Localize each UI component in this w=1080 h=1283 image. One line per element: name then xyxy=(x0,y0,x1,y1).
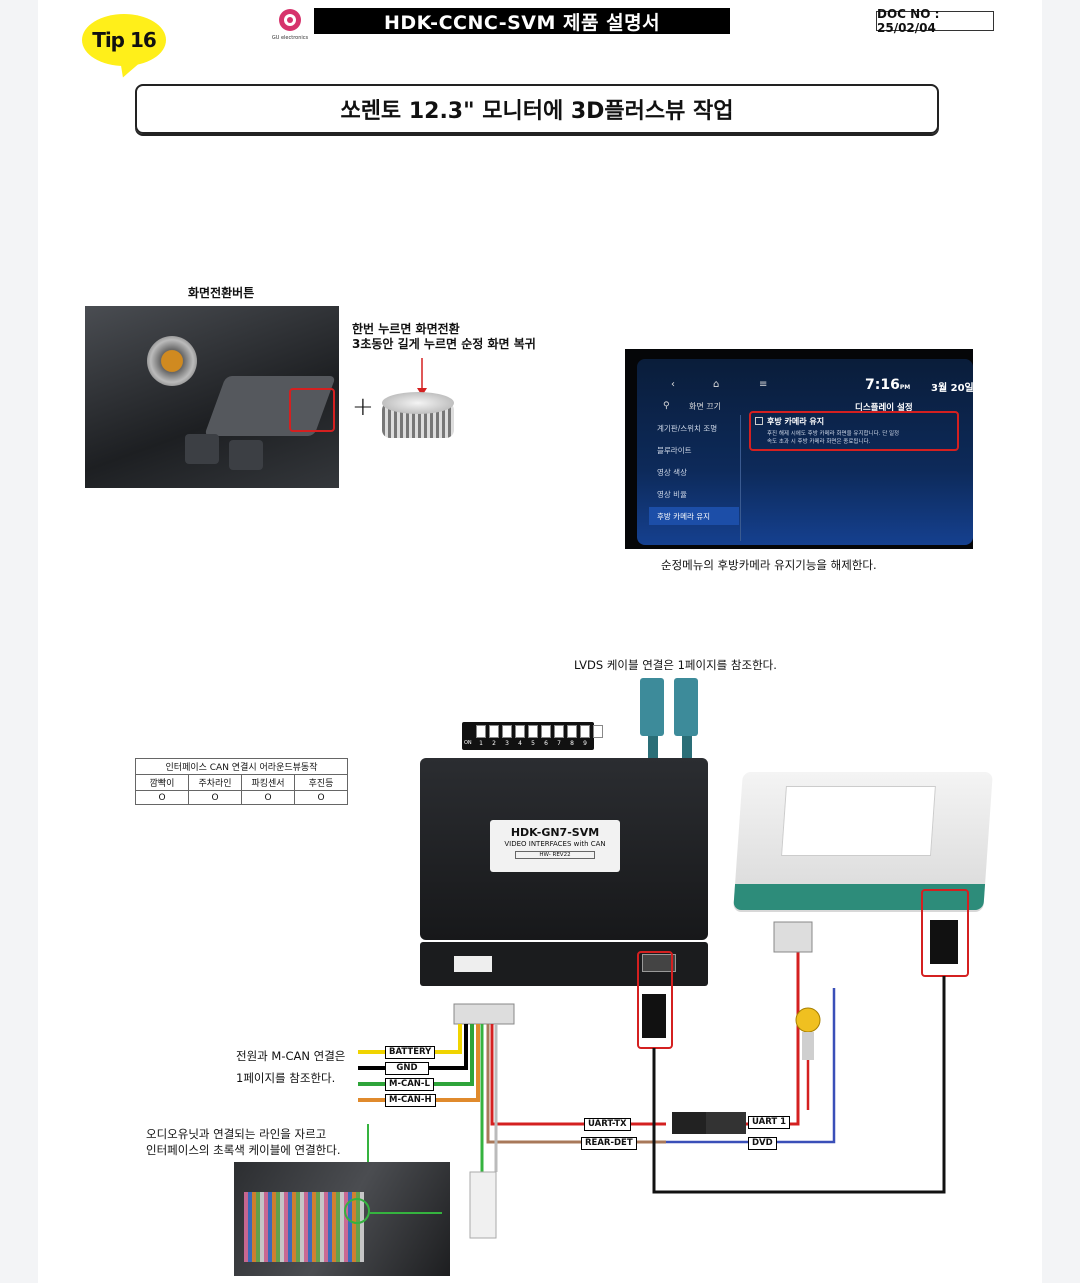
rca-connector-icon xyxy=(795,1007,821,1033)
instruction-line-2: 3초동안 길게 누르면 순정 화면 복귀 xyxy=(352,337,536,351)
uart-tx-wire xyxy=(490,1024,666,1126)
manual-page: Tip 16 GU electronics HDK-CCNC-SVM 제품 설명… xyxy=(38,0,1042,1283)
green-wire-highlight xyxy=(344,1198,370,1224)
audio-note-2: 인터페이스의 초록색 케이블에 연결한다. xyxy=(146,1143,341,1157)
dip-switch-toggle[interactable] xyxy=(502,725,512,738)
tip-badge: Tip 16 xyxy=(82,14,166,66)
camera-plug xyxy=(773,921,813,953)
screen-off-label: 화면 끄기 xyxy=(689,402,721,411)
screen-switch-button-highlight xyxy=(289,388,335,432)
home-icon: ⌂ xyxy=(713,379,720,390)
knob-icon xyxy=(382,388,454,444)
manual-title: HDK-CCNC-SVM 제품 설명서 xyxy=(314,8,730,34)
display-settings-photo: ‹ ⌂ ≡ 7:16PM 3월 20일 ⚲ 화면 끄기 디스플레이 설정 계기판… xyxy=(625,349,973,549)
harness-wires xyxy=(244,1192,364,1262)
module-name: HDK-GN7-SVM xyxy=(510,826,600,839)
button-label: 화면전환버튼 xyxy=(188,286,255,300)
gnd-tag: GND xyxy=(385,1062,429,1075)
option-title: 후방 카메라 유지 xyxy=(767,417,825,426)
option-desc-1: 후진 해제 시에도 후방 카메라 화면을 유지합니다. 단 일정 xyxy=(767,431,900,437)
option-checkbox[interactable] xyxy=(755,417,763,425)
dip-switch-toggle[interactable] xyxy=(476,725,486,738)
power-port xyxy=(454,956,492,972)
uart-tx-tag: UART-TX xyxy=(584,1118,631,1131)
auto-hold-button-icon xyxy=(229,440,263,470)
menu-item[interactable]: 블루라이트 xyxy=(657,446,692,455)
battery-tag: BATTERY xyxy=(385,1046,436,1059)
power-connector xyxy=(453,1003,515,1025)
dvd-wire xyxy=(666,988,836,1144)
can-table-cell: O xyxy=(294,790,348,805)
power-note-2: 1페이지를 참조한다. xyxy=(236,1071,336,1085)
menu-item[interactable]: 영상 색상 xyxy=(657,468,687,477)
audio-note-1: 오디오유닛과 연결되는 라인을 자르고 xyxy=(146,1127,327,1141)
hdmi-cable xyxy=(652,976,946,1194)
hdmi-port xyxy=(642,954,676,972)
uart1-wire xyxy=(746,946,800,1126)
console-photo xyxy=(85,306,339,488)
uart1-tag: UART 1 xyxy=(748,1116,791,1129)
lvds-cable xyxy=(682,736,692,760)
screen-caption: 순정메뉴의 후방카메라 유지기능을 해제한다. xyxy=(661,558,877,572)
console-button-icon xyxy=(185,434,219,464)
dip-switch[interactable]: ON 1 2 3 4 5 6 7 8 9 10 xyxy=(462,722,603,750)
button-instruction: 한번 누르면 화면전환 3초동안 길게 누르면 순정 화면 복귀 xyxy=(352,322,536,352)
menu-item[interactable]: 영상 비율 xyxy=(657,490,687,499)
can-table: 인터페이스 CAN 연결시 어라운드뷰동작 깜빡이 주차라인 파킹센서 후진등 … xyxy=(135,758,348,805)
lvds-connector-icon xyxy=(674,678,698,736)
hdmi-plug-icon xyxy=(930,920,958,964)
dip-switch-toggle[interactable] xyxy=(593,725,603,738)
instruction-line-1: 한번 누르면 화면전환 xyxy=(352,322,460,336)
mcanh-tag: M-CAN-H xyxy=(385,1094,436,1107)
plus-sign: + xyxy=(352,392,374,422)
shift-dial-icon xyxy=(147,336,197,386)
dip-switch-toggle[interactable] xyxy=(580,725,590,738)
dvd-tag: DVD xyxy=(748,1137,777,1150)
power-note-1: 전원과 M-CAN 연결은 xyxy=(236,1049,346,1063)
green-pointer-line xyxy=(370,1212,442,1214)
infotainment-screen: ‹ ⌂ ≡ 7:16PM 3월 20일 ⚲ 화면 끄기 디스플레이 설정 계기판… xyxy=(637,359,973,545)
interface-module: HDK-GN7-SVM VIDEO INTERFACES with CAN HW… xyxy=(420,758,708,940)
dip-on-label: ON xyxy=(464,740,472,746)
uart-connector-male xyxy=(672,1112,714,1134)
dip-numbers: 1 2 3 4 5 6 7 8 9 10 xyxy=(479,740,602,747)
module-subtitle: VIDEO INTERFACES with CAN xyxy=(504,840,606,848)
uart-connector-female xyxy=(706,1112,746,1134)
dip-switch-toggle[interactable] xyxy=(489,725,499,738)
module-port-side xyxy=(420,942,708,986)
can-table-cell: O xyxy=(188,790,242,805)
lvds-cable xyxy=(648,736,658,760)
menu-icon: ≡ xyxy=(759,379,768,390)
module-label: HDK-GN7-SVM VIDEO INTERFACES with CAN HW… xyxy=(490,820,620,872)
mcanl-tag: M-CAN-L xyxy=(385,1078,434,1091)
clock-time: 7:16PM xyxy=(865,377,911,393)
settings-menu: 계기판/스위치 조명 블루라이트 영상 색상 영상 비율 후방 카메라 유지 xyxy=(647,415,741,541)
menu-item[interactable]: 계기판/스위치 조명 xyxy=(657,424,718,433)
settings-title: 디스플레이 설정 xyxy=(855,403,913,413)
lvds-note: LVDS 케이블 연결은 1페이지를 참조한다. xyxy=(574,658,777,672)
rear-det-tag: REAR-DET xyxy=(581,1137,637,1150)
rca-connector-body xyxy=(802,1032,814,1060)
dip-switch-toggle[interactable] xyxy=(541,725,551,738)
option-desc-2: 속도 초과 시 후방 카메라 화면은 종료됩니다. xyxy=(767,439,871,445)
menu-item-selected[interactable]: 후방 카메라 유지 xyxy=(649,507,739,525)
dip-switch-toggle[interactable] xyxy=(554,725,564,738)
back-icon: ‹ xyxy=(671,379,675,390)
search-icon: ⚲ xyxy=(663,401,670,411)
company-logo: GU electronics xyxy=(268,6,312,42)
logo-caption: GU electronics xyxy=(272,35,309,41)
rear-camera-option-highlight xyxy=(749,411,959,451)
clock-date: 3월 20일 xyxy=(931,383,973,394)
dip-switch-toggle[interactable] xyxy=(567,725,577,738)
module-revision: HW- REV22 xyxy=(515,851,595,859)
bottom-connector xyxy=(469,1171,497,1239)
dip-switch-toggle[interactable] xyxy=(515,725,525,738)
page-subtitle: 쏘렌토 12.3" 모니터에 3D플러스뷰 작업 xyxy=(135,84,939,134)
dip-switch-toggle[interactable] xyxy=(528,725,538,738)
lvds-connector-icon xyxy=(640,678,664,736)
wiring-diagram xyxy=(358,889,969,1239)
audio-harness-photo xyxy=(234,1162,450,1276)
hdmi-plug-icon xyxy=(642,994,666,1038)
